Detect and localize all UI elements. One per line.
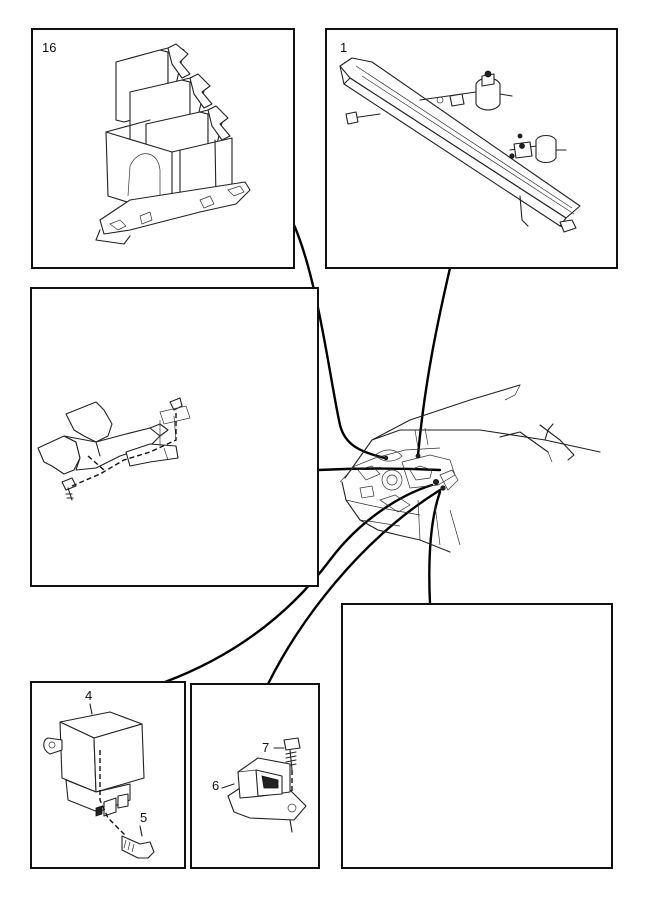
panel-frame [30,287,319,587]
leader-relay-unit [163,483,434,684]
panel-bracket [30,287,319,587]
panel-rail: 1 [325,28,618,269]
leader-blank [428,490,442,606]
rail-drawing [339,57,581,233]
leader-rail [416,266,452,457]
leader-lines [163,223,452,686]
leader-relay-holder [292,223,387,460]
relay-holder-drawing [95,43,251,245]
callout-label: 7 [262,740,269,755]
panel-sensor: 7 6 [190,683,320,869]
panel-blank [341,603,613,869]
relay-unit-drawing [43,703,155,859]
leader-bracket [316,467,442,472]
callout-label: 1 [340,40,347,55]
sensor-drawing [221,737,307,833]
panel-relay-holder: 16 [31,28,295,269]
callout-label: 6 [212,778,219,793]
callout-label: 16 [42,40,56,55]
leader-sensor [266,488,442,686]
bracket-drawing [37,397,191,501]
callout-label: 5 [140,810,147,825]
panel-relay-unit: 4 5 [30,681,186,869]
engine-bay [357,427,459,513]
panel-frame [341,603,613,869]
callout-label: 4 [85,688,92,703]
car-illustration [339,384,601,553]
